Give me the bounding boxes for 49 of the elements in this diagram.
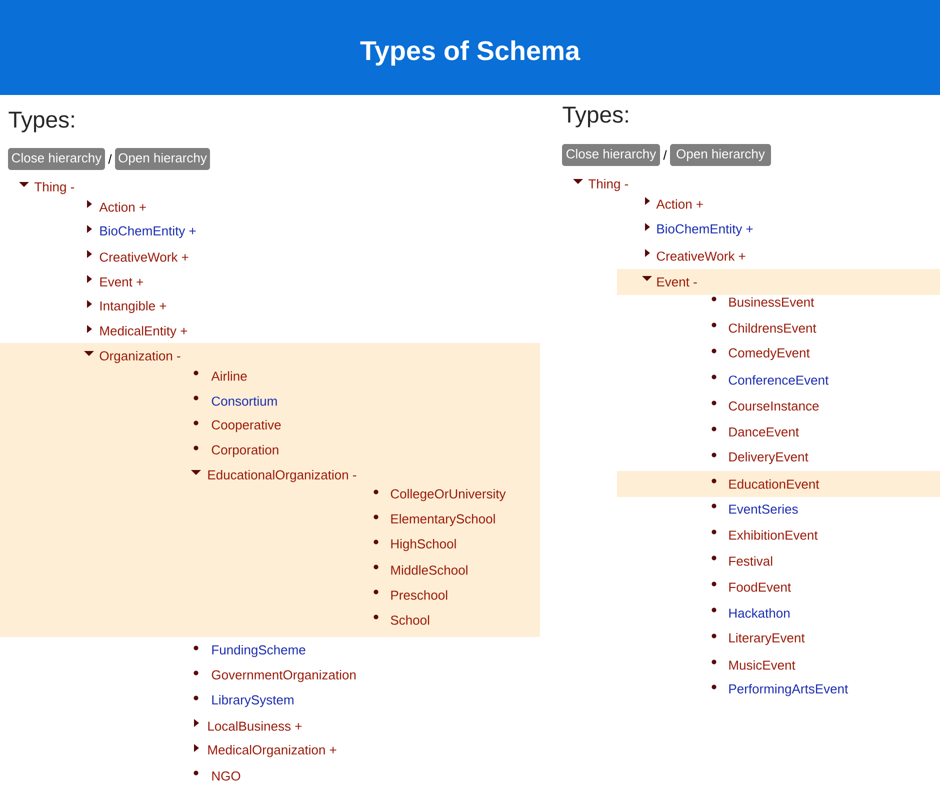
type-link: ChildrensEvent [728,323,816,333]
hierarchy-button: Close hierarchy [562,144,660,166]
type-link: HighSchool [391,538,456,552]
type-link: NGO [212,771,240,781]
type-link: FoodEvent [729,582,791,592]
type-link: Action + [99,202,146,212]
type-link: LibrarySystem [212,694,294,708]
type-link: Hackathon [729,608,790,618]
type-link: Thing - [588,178,628,192]
type-link: CollegeOrUniversity [390,488,506,502]
hierarchy-button: Close hierarchy [8,148,105,170]
hierarchy-button: Open hierarchy [115,148,210,170]
type-link: School [390,615,430,625]
title-banner: Types of Schema [0,0,940,95]
type-link: CreativeWork + [100,252,188,262]
type-link: GovernmentOrganization [212,670,356,682]
type-link: EducationEvent [729,479,820,489]
type-link: Corporation [212,444,278,458]
type-link: Preschool [391,590,448,600]
type-link: Airline [211,371,247,381]
type-link: Event + [100,277,143,287]
section-heading: Types: [8,112,74,132]
hierarchy-button: Open hierarchy [670,144,771,166]
type-link: CourseInstance [728,401,819,411]
type-link: EducationalOrganization - [208,470,356,482]
type-link: MiddleSchool [391,565,468,575]
type-link: Cooperative [212,420,281,432]
type-link: Festival [729,556,772,566]
section-heading: Types: [562,106,628,128]
type-link: ComedyEvent [728,348,810,360]
type-link: PerformingArtsEvent [729,684,848,696]
type-link: Organization - [100,350,180,364]
type-link: ConferenceEvent [728,375,829,385]
type-link: ElementarySchool [391,514,495,526]
type-link: Consortium [212,396,277,406]
type-link: Thing - [34,182,74,194]
type-link: Event - [657,277,697,287]
separator-text: / [108,154,112,164]
type-link: LiteraryEvent [729,632,805,646]
separator-text: / [663,150,667,160]
type-link: Intangible + [100,300,166,314]
type-link: BioChemEntity + [657,224,753,236]
type-link: Action + [656,199,703,209]
type-link: DanceEvent [729,427,799,437]
type-link: MusicEvent [729,660,796,670]
type-link: ExhibitionEvent [729,530,818,540]
type-link: BioChemEntity + [100,226,196,238]
type-link: MedicalOrganization + [208,744,336,758]
type-link: LocalBusiness + [208,721,302,731]
